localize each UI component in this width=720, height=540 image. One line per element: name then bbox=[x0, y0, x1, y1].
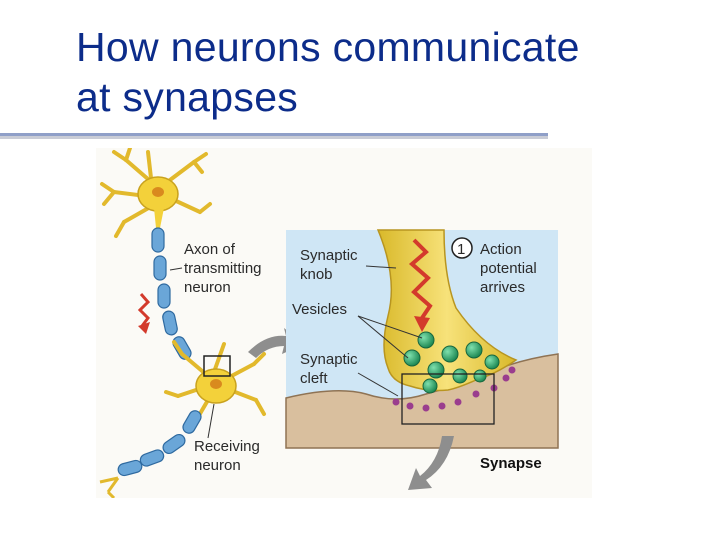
vesicle bbox=[452, 368, 468, 384]
synapse-label: Synapse bbox=[480, 455, 542, 472]
receiving-neuron-label-line2: neuron bbox=[194, 457, 241, 474]
vesicle bbox=[441, 345, 459, 363]
synaptic-knob-label-line2: knob bbox=[300, 266, 333, 283]
myelin-sheath-upper bbox=[151, 227, 192, 360]
receiving-neuron bbox=[164, 340, 266, 426]
vesicle bbox=[422, 378, 438, 394]
transmitting-neuron bbox=[100, 148, 212, 238]
vesicle bbox=[427, 361, 445, 379]
impulse-arrow-icon bbox=[137, 293, 151, 327]
title-line-2: at synapses bbox=[76, 74, 299, 120]
vesicle bbox=[473, 369, 487, 383]
action-potential-icon bbox=[408, 238, 433, 320]
synapse-inset: Synaptic knob Vesicles Synaptic cleft 1 … bbox=[285, 229, 559, 472]
synapse-figure: Axon of transmitting neuron Receiving ne… bbox=[96, 148, 592, 498]
vesicle bbox=[417, 331, 435, 349]
action-potential-label-line2: potential bbox=[480, 260, 537, 277]
step-number-badge bbox=[451, 237, 473, 259]
synapse-diagram: Axon of transmitting neuron Receiving ne… bbox=[96, 148, 592, 498]
myelin-sheath-lower bbox=[117, 410, 202, 477]
vesicles-label: Vesicles bbox=[292, 301, 347, 318]
impulse-arrowhead-icon bbox=[138, 322, 150, 334]
axon-label-line3: neuron bbox=[184, 279, 231, 296]
vesicle bbox=[484, 354, 500, 370]
title-underline-accent bbox=[0, 133, 548, 136]
cleft-highlight-box bbox=[401, 373, 495, 425]
axon-label-line1: Axon of bbox=[184, 241, 236, 258]
title-line-1: How neurons communicate bbox=[76, 24, 580, 70]
action-potential-label-line1: Action bbox=[480, 241, 522, 258]
synapse-highlight-box bbox=[203, 355, 231, 377]
step-number: 1 bbox=[457, 241, 465, 258]
receptor-group bbox=[392, 366, 516, 412]
synaptic-cleft-label-line2: cleft bbox=[300, 370, 328, 387]
next-step-arrow-icon bbox=[408, 436, 454, 490]
slide-title: How neurons communicate at synapses bbox=[76, 22, 706, 122]
axon-label-line2: transmitting bbox=[184, 260, 262, 277]
synaptic-knob-label-line1: Synaptic bbox=[300, 247, 358, 264]
vesicle bbox=[403, 349, 421, 367]
synaptic-cleft-label-line1: Synaptic bbox=[300, 351, 358, 368]
action-potential-label-line3: arrives bbox=[480, 279, 525, 296]
receiving-neuron-label-line1: Receiving bbox=[194, 438, 260, 455]
title-underline bbox=[0, 133, 548, 139]
vesicle bbox=[465, 341, 483, 359]
